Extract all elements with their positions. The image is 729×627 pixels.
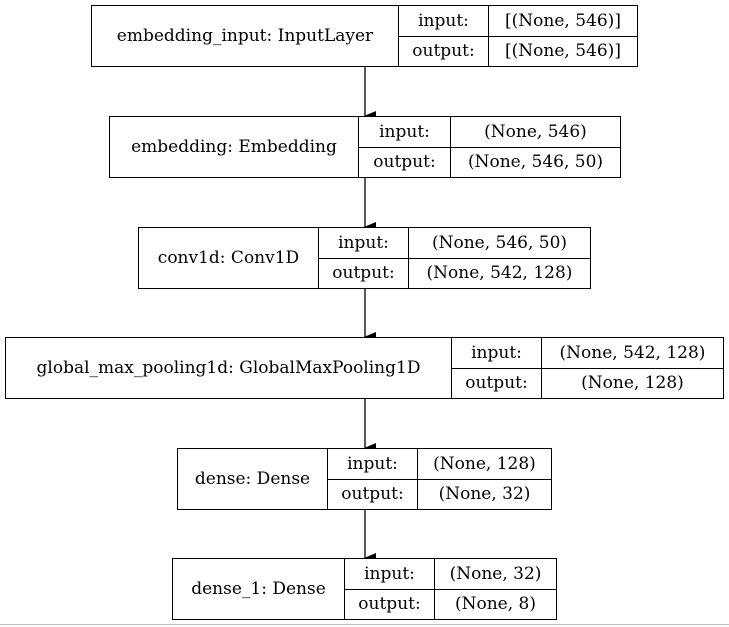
layer-node-global-max-pooling1d: global_max_pooling1d: GlobalMaxPooling1D… — [5, 337, 724, 399]
input-label: input: — [328, 449, 417, 480]
input-label: input: — [345, 559, 434, 590]
io-label-column: input: output: — [452, 338, 542, 398]
layer-name: embedding: Embedding — [110, 117, 359, 177]
shape-value-column: (None, 546, 50) (None, 542, 128) — [409, 228, 590, 288]
io-label-column: input: output: — [359, 117, 451, 177]
io-label-column: input: output: — [399, 6, 489, 66]
input-label: input: — [399, 6, 488, 37]
output-shape: (None, 128) — [581, 373, 684, 394]
input-shape: (None, 32) — [435, 559, 556, 590]
input-shape: (None, 128) — [418, 449, 551, 480]
output-label: output: — [412, 41, 475, 62]
shape-value-column: (None, 546) (None, 546, 50) — [451, 117, 620, 177]
output-label: output: — [332, 263, 395, 284]
layer-node-dense-1: dense_1: Dense input: output: (None, 32)… — [172, 558, 557, 620]
layer-node-embedding-input: embedding_input: InputLayer input: outpu… — [91, 5, 638, 67]
output-shape: (None, 546, 50) — [467, 152, 604, 173]
layer-node-conv1d: conv1d: Conv1D input: output: (None, 546… — [138, 227, 591, 289]
output-label: output: — [358, 594, 421, 615]
output-label: output: — [373, 152, 436, 173]
io-label-column: input: output: — [328, 449, 418, 509]
shape-value-column: (None, 32) (None, 8) — [435, 559, 556, 619]
input-shape: (None, 542, 128) — [542, 338, 723, 369]
output-label: output: — [465, 373, 528, 394]
layer-node-dense: dense: Dense input: output: (None, 128) … — [177, 448, 552, 510]
input-shape: (None, 546, 50) — [409, 228, 590, 259]
layer-node-embedding: embedding: Embedding input: output: (Non… — [109, 116, 621, 178]
layer-name: embedding_input: InputLayer — [92, 6, 399, 66]
output-label: output: — [341, 484, 404, 505]
layer-name: dense_1: Dense — [173, 559, 345, 619]
io-label-column: input: output: — [319, 228, 409, 288]
layer-name: conv1d: Conv1D — [139, 228, 319, 288]
input-label: input: — [319, 228, 408, 259]
input-label: input: — [452, 338, 541, 369]
shape-value-column: (None, 542, 128) (None, 128) — [542, 338, 723, 398]
input-shape: (None, 546) — [451, 117, 620, 148]
shape-value-column: (None, 128) (None, 32) — [418, 449, 551, 509]
output-shape: [(None, 546)] — [505, 41, 621, 62]
output-shape: (None, 32) — [438, 484, 531, 505]
input-shape: [(None, 546)] — [489, 6, 637, 37]
output-shape: (None, 8) — [454, 594, 536, 615]
input-label: input: — [359, 117, 450, 148]
output-shape: (None, 542, 128) — [426, 263, 573, 284]
io-label-column: input: output: — [345, 559, 435, 619]
layer-name: dense: Dense — [178, 449, 328, 509]
layer-name: global_max_pooling1d: GlobalMaxPooling1D — [6, 338, 452, 398]
shape-value-column: [(None, 546)] [(None, 546)] — [489, 6, 637, 66]
